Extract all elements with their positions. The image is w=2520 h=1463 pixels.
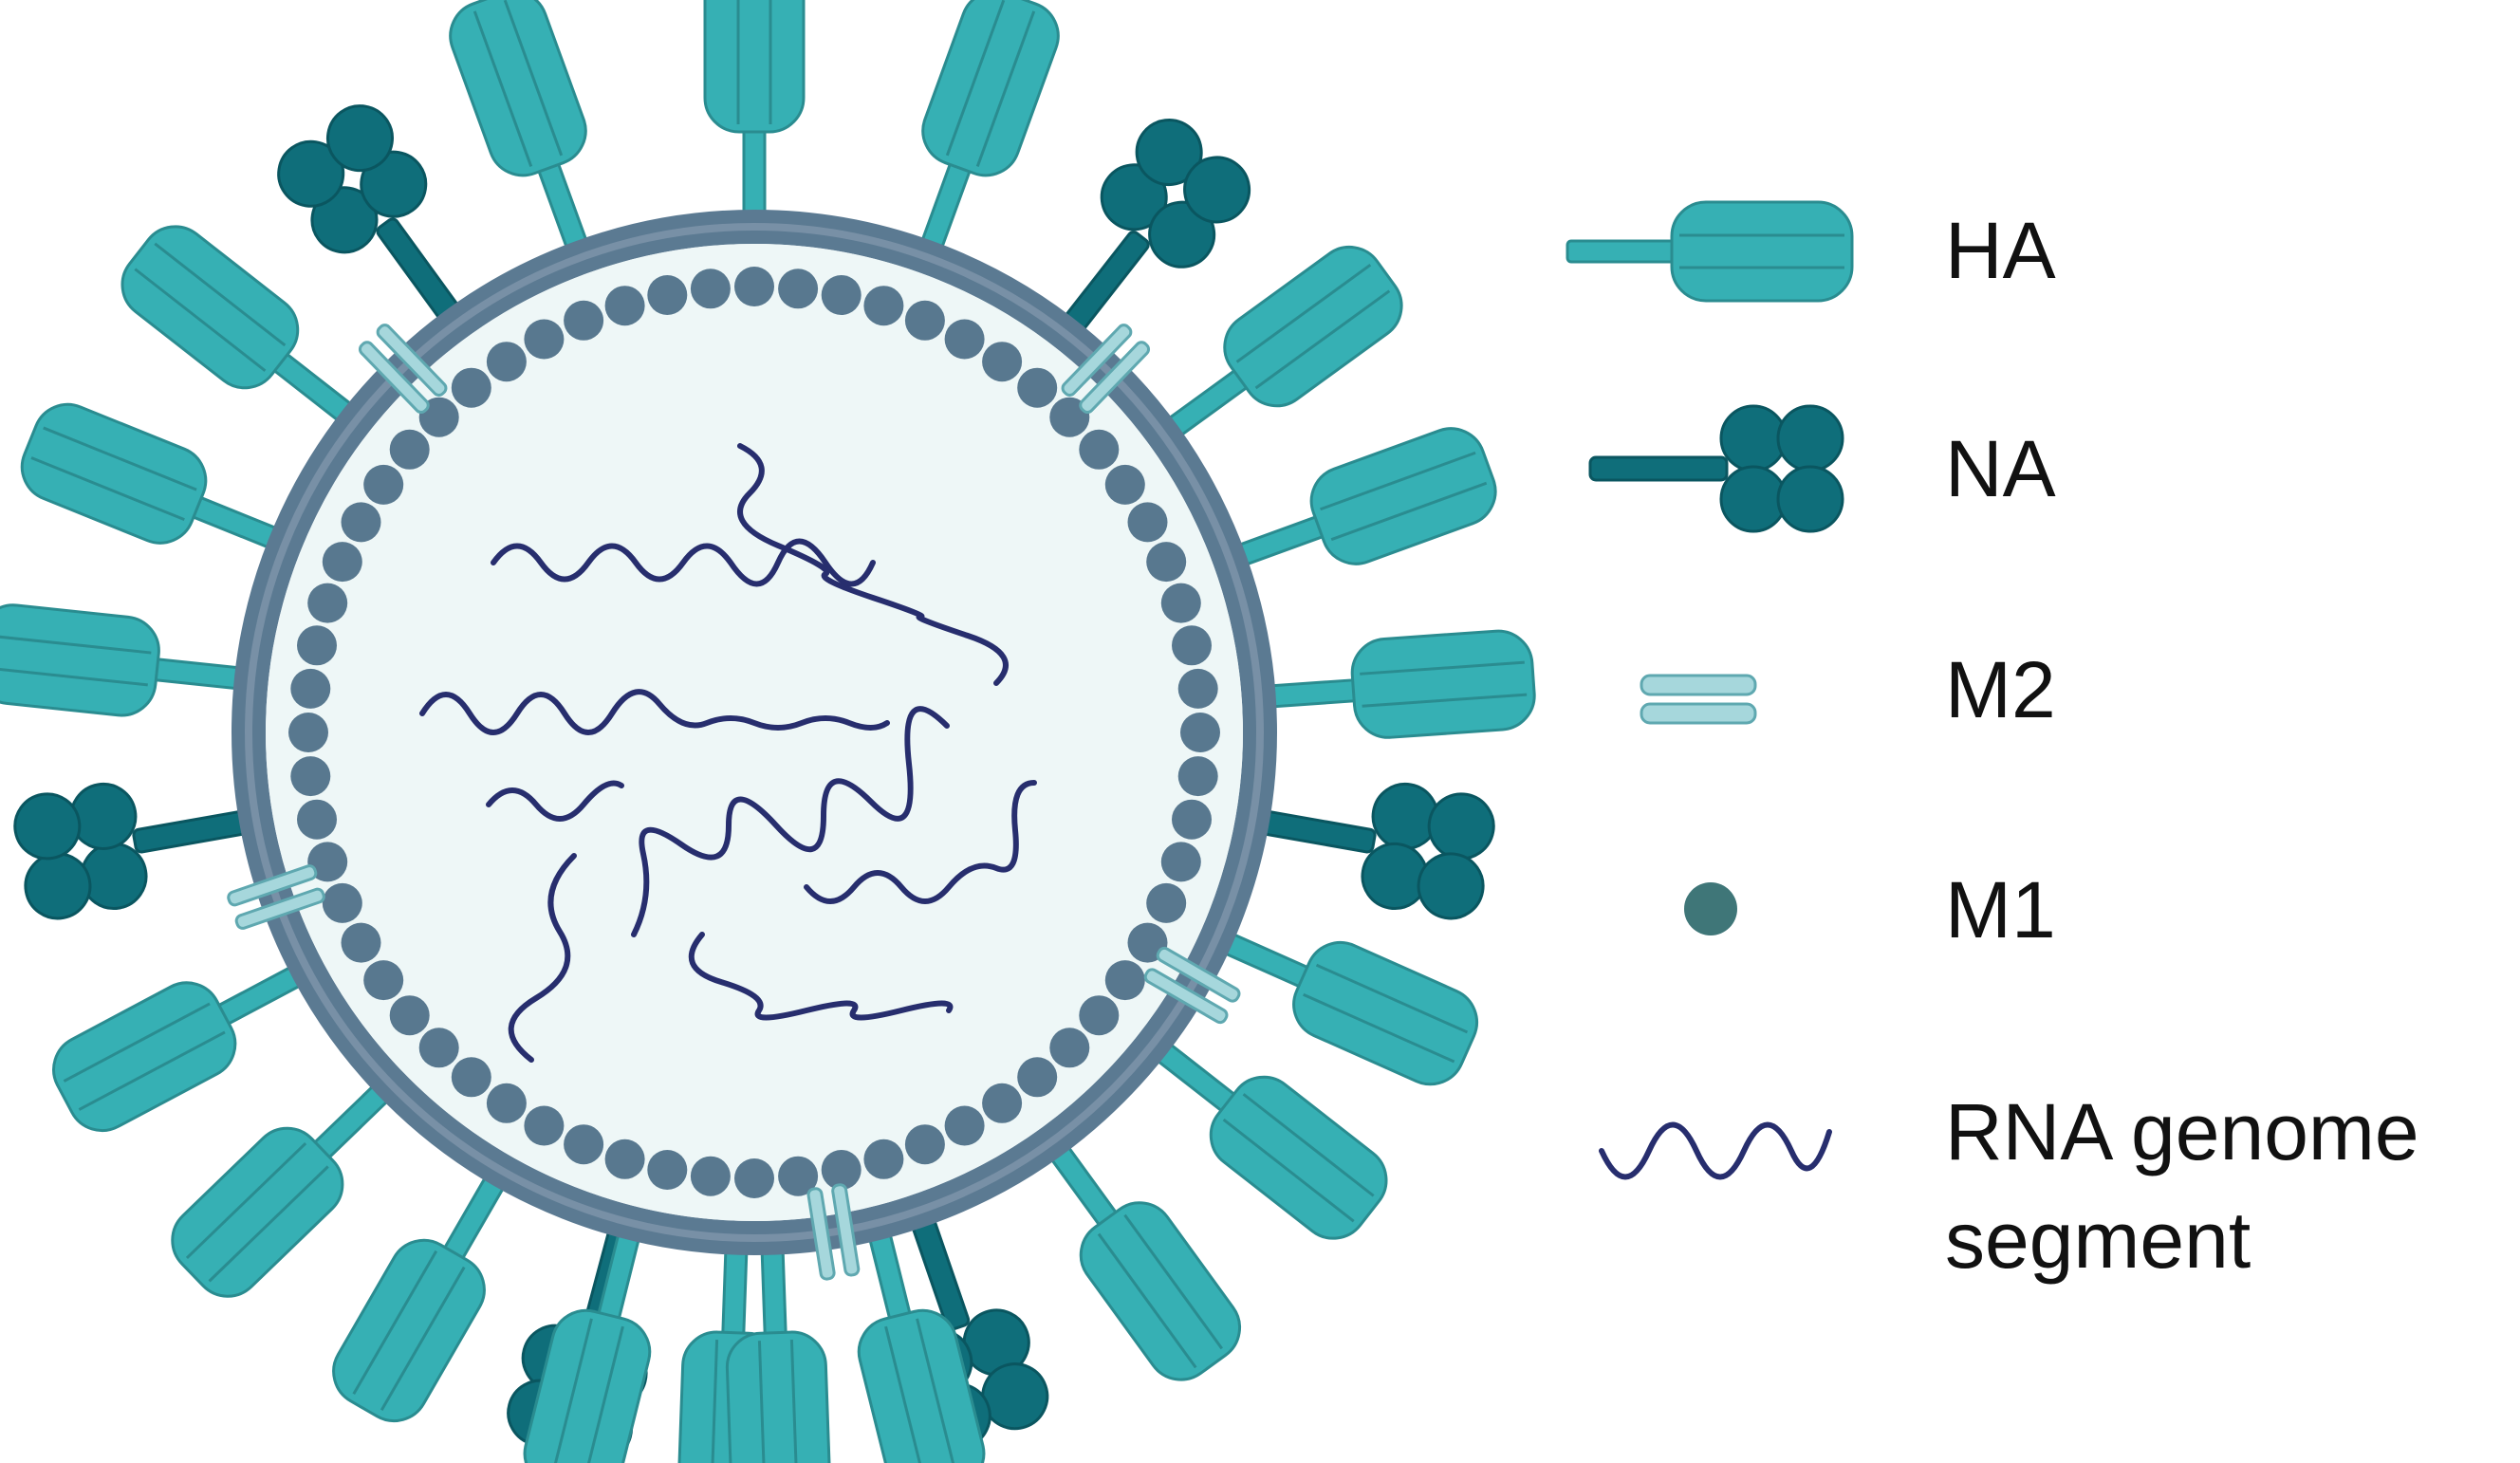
m1-protein bbox=[290, 756, 331, 797]
m1-protein bbox=[1172, 799, 1212, 840]
m1-protein bbox=[418, 1028, 459, 1068]
rna-segment bbox=[486, 780, 624, 822]
rna-segment bbox=[688, 932, 954, 1021]
m1-protein bbox=[524, 1105, 565, 1146]
m1-protein bbox=[307, 842, 348, 882]
m1-protein bbox=[451, 367, 491, 408]
legend-label-rna: RNA genome segment bbox=[1945, 1087, 2441, 1285]
na-protein-icon bbox=[1588, 404, 1844, 533]
m1-protein bbox=[288, 713, 328, 752]
legend-label-m2: M2 bbox=[1945, 645, 2056, 734]
m1-protein bbox=[821, 275, 862, 315]
m1-protein bbox=[322, 542, 362, 583]
rna-segment bbox=[631, 706, 950, 937]
m1-protein bbox=[647, 275, 688, 315]
m1-protein bbox=[1017, 367, 1058, 408]
legend-label-na: NA bbox=[1945, 424, 2056, 513]
m1-protein bbox=[821, 1150, 862, 1190]
m1-protein bbox=[290, 668, 331, 709]
rna-segment bbox=[737, 443, 1009, 686]
m1-protein bbox=[1017, 1057, 1058, 1098]
legend-label-ha: HA bbox=[1945, 206, 2056, 295]
m1-protein bbox=[564, 1124, 604, 1165]
m1-protein bbox=[690, 269, 731, 309]
m1-protein bbox=[486, 1083, 527, 1123]
legend-label-rna-line1: RNA genome bbox=[1945, 1087, 2419, 1176]
rna-segment-icon bbox=[1599, 1121, 1832, 1180]
legend: HA NA M2 M1 RNA genome segment bbox=[1566, 200, 2441, 1285]
legend-label-m1: M1 bbox=[1945, 865, 2056, 954]
m1-protein bbox=[1104, 464, 1145, 505]
m1-protein bbox=[863, 286, 904, 326]
m1-protein bbox=[297, 799, 337, 840]
m1-protein bbox=[1160, 842, 1201, 882]
m1-protein bbox=[1146, 882, 1187, 923]
m1-protein bbox=[647, 1150, 688, 1190]
virion-interior bbox=[266, 244, 1243, 1221]
m1-protein bbox=[363, 464, 404, 505]
m1-protein bbox=[564, 300, 604, 341]
m1-protein bbox=[1172, 625, 1212, 666]
m1-protein bbox=[604, 1139, 645, 1179]
m1-protein bbox=[1104, 960, 1145, 1001]
m1-protein bbox=[904, 1124, 945, 1165]
m2-channel-icon bbox=[1640, 674, 1757, 725]
m1-protein bbox=[778, 269, 819, 309]
m1-protein-icon bbox=[1684, 882, 1737, 935]
m1-protein bbox=[734, 267, 774, 306]
m1-protein bbox=[690, 1156, 731, 1196]
m1-protein bbox=[389, 429, 430, 470]
m1-protein bbox=[904, 300, 945, 341]
viral-envelope-inner-band bbox=[245, 223, 1264, 1242]
m1-protein bbox=[1180, 713, 1220, 752]
m1-protein bbox=[297, 625, 337, 666]
m1-protein bbox=[604, 286, 645, 326]
ha-glycoprotein bbox=[703, 0, 806, 242]
m1-protein bbox=[1079, 995, 1120, 1036]
m1-protein bbox=[524, 319, 565, 360]
m1-protein bbox=[451, 1057, 491, 1098]
ha-glycoprotein bbox=[0, 600, 271, 732]
m1-protein bbox=[982, 1083, 1023, 1123]
rna-segment bbox=[508, 853, 577, 1063]
m1-protein bbox=[1160, 583, 1201, 623]
m1-protein bbox=[734, 1158, 774, 1198]
rna-segment bbox=[491, 538, 876, 587]
m1-protein bbox=[1146, 542, 1187, 583]
m1-protein bbox=[1127, 502, 1168, 543]
m1-protein bbox=[389, 995, 430, 1036]
m1-protein bbox=[863, 1139, 904, 1179]
m1-matrix-layer bbox=[288, 267, 1220, 1198]
ha-glycoprotein bbox=[1240, 627, 1539, 750]
m1-protein bbox=[341, 922, 381, 963]
m1-protein bbox=[322, 882, 362, 923]
m1-protein bbox=[341, 502, 381, 543]
m1-protein bbox=[307, 583, 348, 623]
m1-protein bbox=[982, 342, 1023, 382]
m1-protein bbox=[778, 1156, 819, 1196]
m1-protein bbox=[363, 960, 404, 1001]
m1-protein bbox=[1177, 756, 1218, 797]
rna-segment bbox=[419, 689, 890, 735]
rna-segments bbox=[419, 443, 1037, 1063]
m1-protein bbox=[1177, 668, 1218, 709]
m1-protein bbox=[486, 342, 527, 382]
rna-segment bbox=[804, 780, 1037, 904]
m1-protein bbox=[944, 1105, 985, 1146]
legend-label-rna-line2: segment bbox=[1945, 1195, 2251, 1285]
m1-protein bbox=[1079, 429, 1120, 470]
m1-protein bbox=[944, 319, 985, 360]
m1-protein bbox=[1049, 1028, 1090, 1068]
ha-protein-icon bbox=[1566, 200, 1854, 303]
